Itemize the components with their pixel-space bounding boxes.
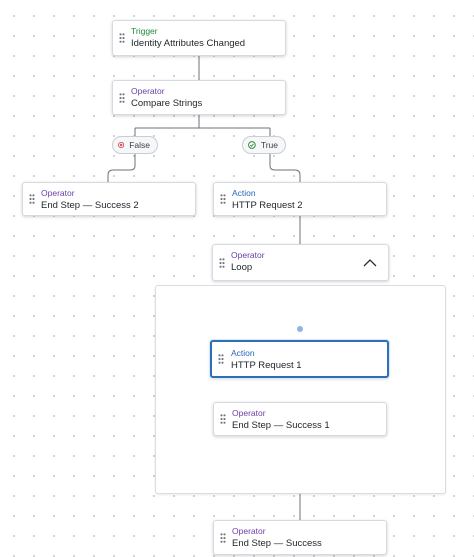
node-type-label: Operator xyxy=(231,250,265,260)
compare-strings-node[interactable]: Operator Compare Strings xyxy=(112,80,286,115)
end-step-success-node[interactable]: Operator End Step — Success xyxy=(213,520,387,555)
false-branch-pill[interactable]: False xyxy=(112,136,158,154)
end-step-success-2-node[interactable]: Operator End Step — Success 2 xyxy=(22,182,196,216)
true-branch-pill[interactable]: True xyxy=(242,136,286,154)
node-name-label: End Step — Success 2 xyxy=(41,200,139,211)
node-name-label: HTTP Request 1 xyxy=(231,360,302,371)
node-type-label: Operator xyxy=(232,526,266,536)
node-name-label: End Step — Success 1 xyxy=(232,420,330,431)
loop-node[interactable]: Operator Loop xyxy=(212,244,389,281)
branch-label: False xyxy=(129,140,150,150)
http-request-1-node[interactable]: Action HTTP Request 1 xyxy=(210,340,389,378)
drag-handle-icon[interactable] xyxy=(119,32,125,44)
trigger-node[interactable]: Trigger Identity Attributes Changed xyxy=(112,20,286,56)
chevron-up-icon[interactable] xyxy=(362,257,378,269)
drag-handle-icon[interactable] xyxy=(220,413,226,425)
node-name-label: Compare Strings xyxy=(131,98,203,109)
node-type-label: Trigger xyxy=(131,26,158,36)
drag-handle-icon[interactable] xyxy=(218,353,224,365)
loop-body-container xyxy=(155,285,446,494)
check-circle-icon xyxy=(248,141,256,149)
branch-label: True xyxy=(260,140,278,150)
node-type-label: Action xyxy=(231,348,255,358)
drag-handle-icon[interactable] xyxy=(29,193,35,205)
x-circle-icon xyxy=(118,141,125,149)
drop-target-indicator[interactable] xyxy=(297,326,303,332)
node-name-label: Loop xyxy=(231,262,253,273)
drag-handle-icon[interactable] xyxy=(220,193,226,205)
end-step-success-1-node[interactable]: Operator End Step — Success 1 xyxy=(213,402,387,436)
node-name-label: Identity Attributes Changed xyxy=(131,38,246,49)
http-request-2-node[interactable]: Action HTTP Request 2 xyxy=(213,182,387,216)
node-type-label: Action xyxy=(232,188,256,198)
node-name-label: HTTP Request 2 xyxy=(232,200,303,211)
node-type-label: Operator xyxy=(232,408,266,418)
drag-handle-icon[interactable] xyxy=(219,257,225,268)
drag-handle-icon[interactable] xyxy=(119,92,125,103)
node-type-label: Operator xyxy=(41,188,75,198)
node-name-label: End Step — Success xyxy=(232,538,322,549)
drag-handle-icon[interactable] xyxy=(220,532,226,543)
node-type-label: Operator xyxy=(131,86,165,96)
